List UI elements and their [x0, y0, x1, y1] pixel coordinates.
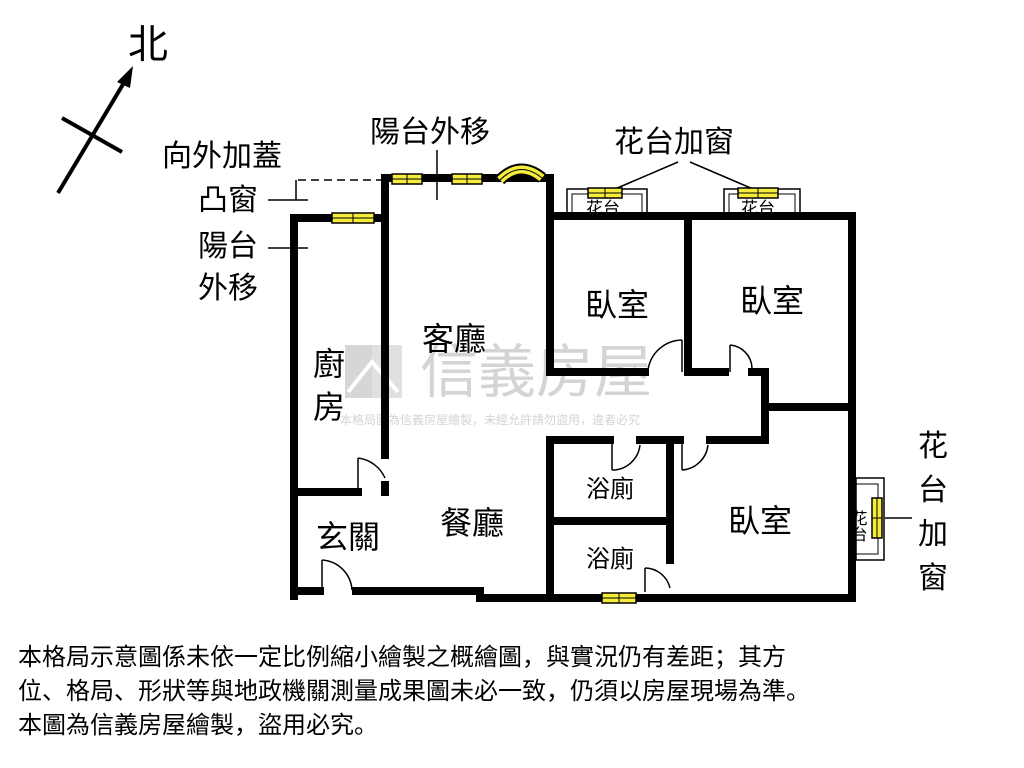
- doors: [321, 339, 753, 592]
- planter-window-top-label: 花台加窗: [614, 125, 734, 160]
- room-bathroom-b: 浴廁: [586, 545, 634, 573]
- planter-window-right-label: 花 台 加 窗: [918, 429, 948, 596]
- window-bathroom-b: [601, 592, 637, 604]
- compass: 北: [56, 22, 168, 195]
- planter-leader-right: [689, 161, 761, 193]
- svg-text:加: 加: [918, 517, 948, 552]
- svg-text:台: 台: [918, 473, 948, 508]
- window-living-bay-arc: [495, 163, 546, 185]
- room-bedroom-a: 臥室: [585, 286, 649, 324]
- disclaimer-line-1: 本格局示意圖係未依一定比例縮小繪製之概繪圖，與實況仍有差距；其方: [18, 643, 786, 671]
- door-bathroom-b: [644, 567, 671, 592]
- svg-text:花: 花: [918, 429, 948, 464]
- disclaimer-line-3: 本圖為信義房屋繪製，盜用必究。: [18, 711, 378, 739]
- door-bedroom-b: [729, 344, 753, 372]
- door-bedroom-a: [647, 339, 683, 372]
- brand-logo-icon: [345, 345, 402, 398]
- watermark: 信義房屋 本格局圖為信義房屋繪製，未經允許請勿盜用，違者必究: [340, 338, 652, 427]
- door-kitchen: [357, 457, 386, 492]
- room-entrance: 玄關: [316, 518, 380, 556]
- disclaimer-text: 本格局示意圖係未依一定比例縮小繪製之概繪圖，與實況仍有差距；其方 位、格局、形狀…: [18, 640, 1008, 742]
- balcony-shift-top-label: 陽台外移: [370, 115, 490, 150]
- svg-text:窗: 窗: [918, 561, 948, 596]
- room-bathroom-a: 浴廁: [586, 475, 634, 503]
- room-bedroom-b: 臥室: [740, 282, 804, 320]
- balcony-shift-left-label-2: 外移: [198, 271, 258, 306]
- north-arrow-icon: [117, 66, 133, 88]
- watermark-notice: 本格局圖為信義房屋繪製，未經允許請勿盜用，違者必究: [340, 412, 640, 427]
- windows: [331, 163, 883, 604]
- room-bedroom-c: 臥室: [728, 502, 792, 540]
- walls: [290, 174, 856, 602]
- window-bedroom-b: [737, 187, 779, 199]
- disclaimer-line-2: 位、格局、形狀等與地政機關測量成果圖未必一致，仍須以房屋現場為準。: [18, 677, 810, 705]
- north-label: 北: [128, 22, 168, 68]
- bay-window-label: 凸窗: [198, 183, 258, 218]
- balcony-shift-left-label-1: 陽台: [198, 229, 258, 264]
- planter-leader-left: [607, 161, 679, 193]
- window-living-1: [391, 173, 423, 185]
- room-kitchen-1: 廚: [313, 345, 345, 383]
- door-corridor-right: [681, 440, 709, 471]
- window-bedroom-a: [587, 187, 623, 199]
- window-kitchen-top: [331, 212, 375, 224]
- add-bay-window-label: 向外加蓋: [162, 139, 282, 174]
- window-bedroom-c: [871, 497, 883, 539]
- room-labels: 客廳 廚 房 臥室 臥室 臥室 餐廳 玄關 浴廁 浴廁: [313, 282, 804, 573]
- door-entrance: [321, 559, 353, 591]
- room-living: 客廳: [422, 320, 486, 358]
- room-dining: 餐廳: [440, 504, 504, 542]
- room-kitchen-2: 房: [313, 388, 345, 426]
- door-corridor-left: [611, 440, 641, 471]
- window-living-2: [451, 173, 483, 185]
